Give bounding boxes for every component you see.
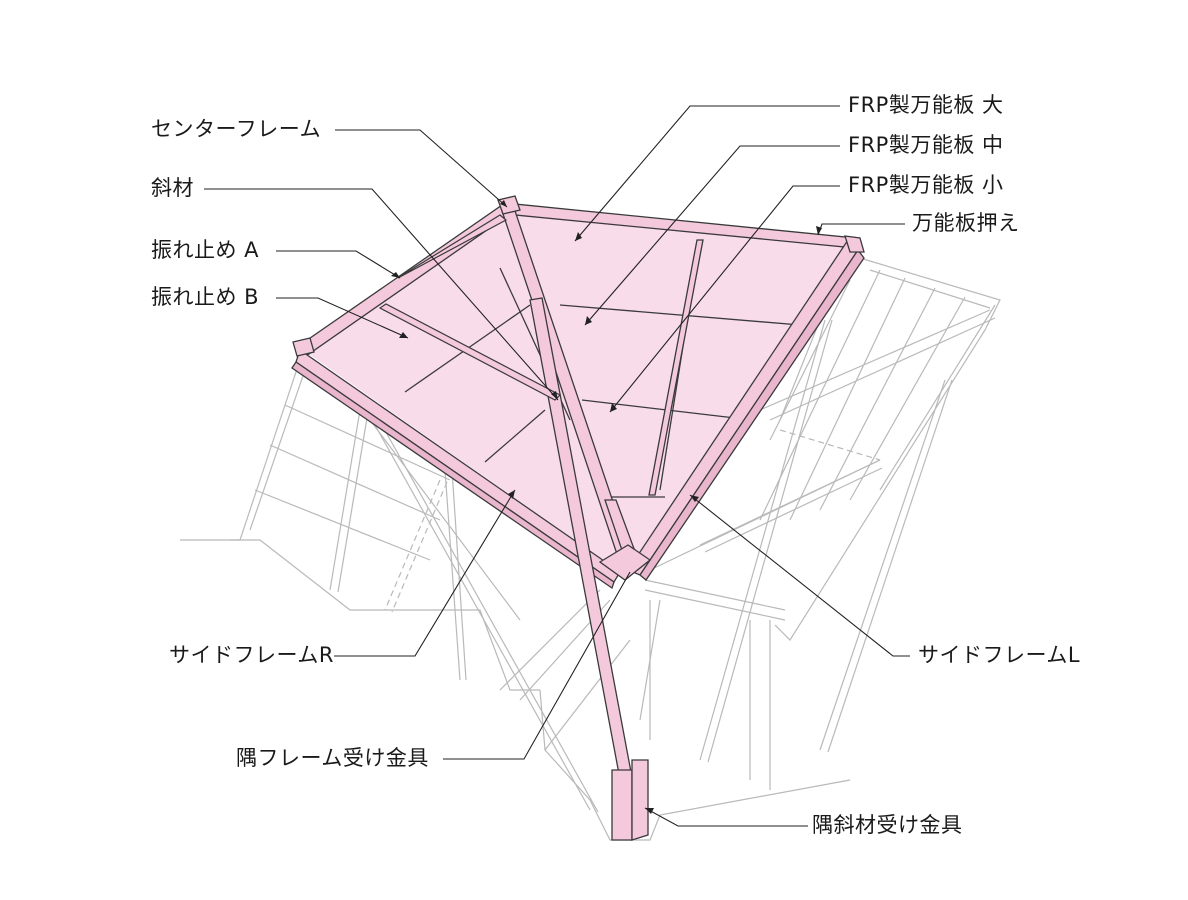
label-side-frame-l: サイドフレームL <box>918 643 1081 667</box>
label-sway-brace-b: 振れ止め B <box>151 285 260 309</box>
label-sway-brace-a: 振れ止め A <box>151 238 260 262</box>
label-panel-holder: 万能板押え <box>912 211 1020 235</box>
label-frp-panel-large: FRP製万能板 大 <box>848 93 1004 117</box>
sway-braces <box>378 214 562 401</box>
label-diagonal: 斜材 <box>151 176 194 200</box>
label-frp-panel-small: FRP製万能板 小 <box>848 173 1004 197</box>
leader-arrowheads <box>391 200 822 814</box>
label-corner-diagonal-bracket: 隅斜材受け金具 <box>812 813 963 837</box>
label-side-frame-r: サイドフレームR <box>169 643 334 667</box>
frames <box>291 195 865 841</box>
label-center-frame: センターフレーム <box>151 117 322 141</box>
label-frp-panel-medium: FRP製万能板 中 <box>848 133 1004 157</box>
scaffold-background <box>180 257 1001 841</box>
leader-lines <box>204 105 910 827</box>
label-corner-frame-bracket: 隅フレーム受け金具 <box>236 746 429 770</box>
